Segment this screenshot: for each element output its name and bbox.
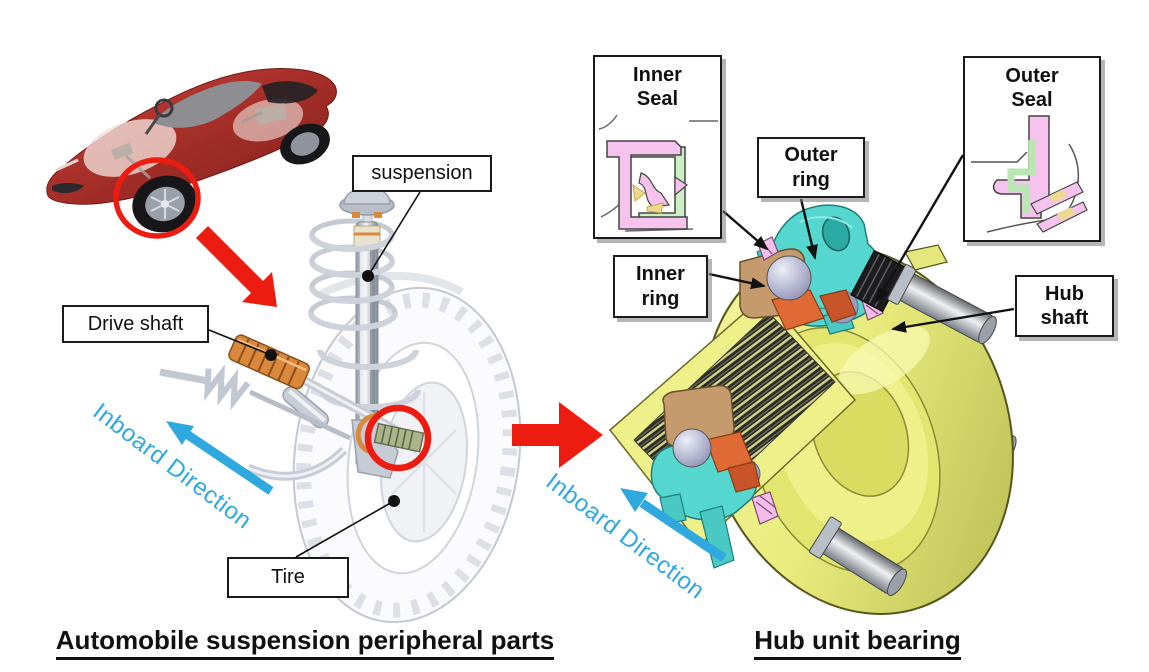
- car-to-suspension-arrow: [196, 226, 277, 307]
- right-caption-text: Hub unit bearing: [754, 625, 961, 660]
- wheel-highlight-circle: [113, 157, 201, 239]
- center-transition-arrow: [512, 402, 603, 468]
- tire-label: Tire: [227, 557, 349, 598]
- inner-seal-title-line2: Seal: [636, 88, 679, 110]
- outer-seal-inset: Outer Seal: [963, 56, 1101, 242]
- sports-car-image: [46, 67, 337, 233]
- suspension-label: suspension: [352, 155, 492, 192]
- tire-label-text: Tire: [271, 566, 305, 588]
- left-caption-text: Automobile suspension peripheral parts: [55, 625, 555, 660]
- inner-ring-label: Inner ring: [613, 255, 708, 318]
- outer-ring-label: Outer ring: [757, 137, 865, 198]
- inner-ring-line1: Inner: [636, 263, 685, 286]
- drive-shaft-label: Drive shaft: [62, 305, 209, 343]
- right-leader-arrows: [708, 154, 1015, 333]
- suspension-illustration: [159, 187, 522, 624]
- inner-seal-title-line1: Inner: [633, 64, 682, 86]
- hub-highlight-circle: [364, 404, 432, 472]
- inboard-arrow-left: [166, 421, 274, 495]
- hub-shaft-line1: Hub: [1045, 282, 1084, 305]
- hub-shaft-line2: shaft: [1040, 307, 1089, 329]
- right-caption: Hub unit bearing: [735, 625, 980, 660]
- outer-seal-drawing: [971, 115, 1088, 233]
- outer-seal-title-line2: Seal: [1011, 89, 1053, 111]
- outer-ring-line1: Outer: [784, 144, 838, 167]
- outer-seal-title-line1: Outer: [1005, 65, 1059, 87]
- left-leader-lines: [208, 191, 421, 558]
- drive-shaft-label-text: Drive shaft: [87, 312, 184, 335]
- inner-seal-inset: Inner Seal: [593, 55, 722, 239]
- inner-seal-drawing: [598, 114, 718, 232]
- inner-ring-line2: ring: [641, 287, 680, 310]
- hub-shaft-label: Hub shaft: [1015, 275, 1114, 337]
- left-caption: Automobile suspension peripheral parts: [40, 625, 570, 660]
- outer-ring-line2: ring: [792, 168, 830, 191]
- hub-unit-bearing-illustration: [608, 204, 1017, 615]
- suspension-label-text: suspension: [371, 162, 473, 184]
- inboard-arrow-right: [620, 488, 727, 562]
